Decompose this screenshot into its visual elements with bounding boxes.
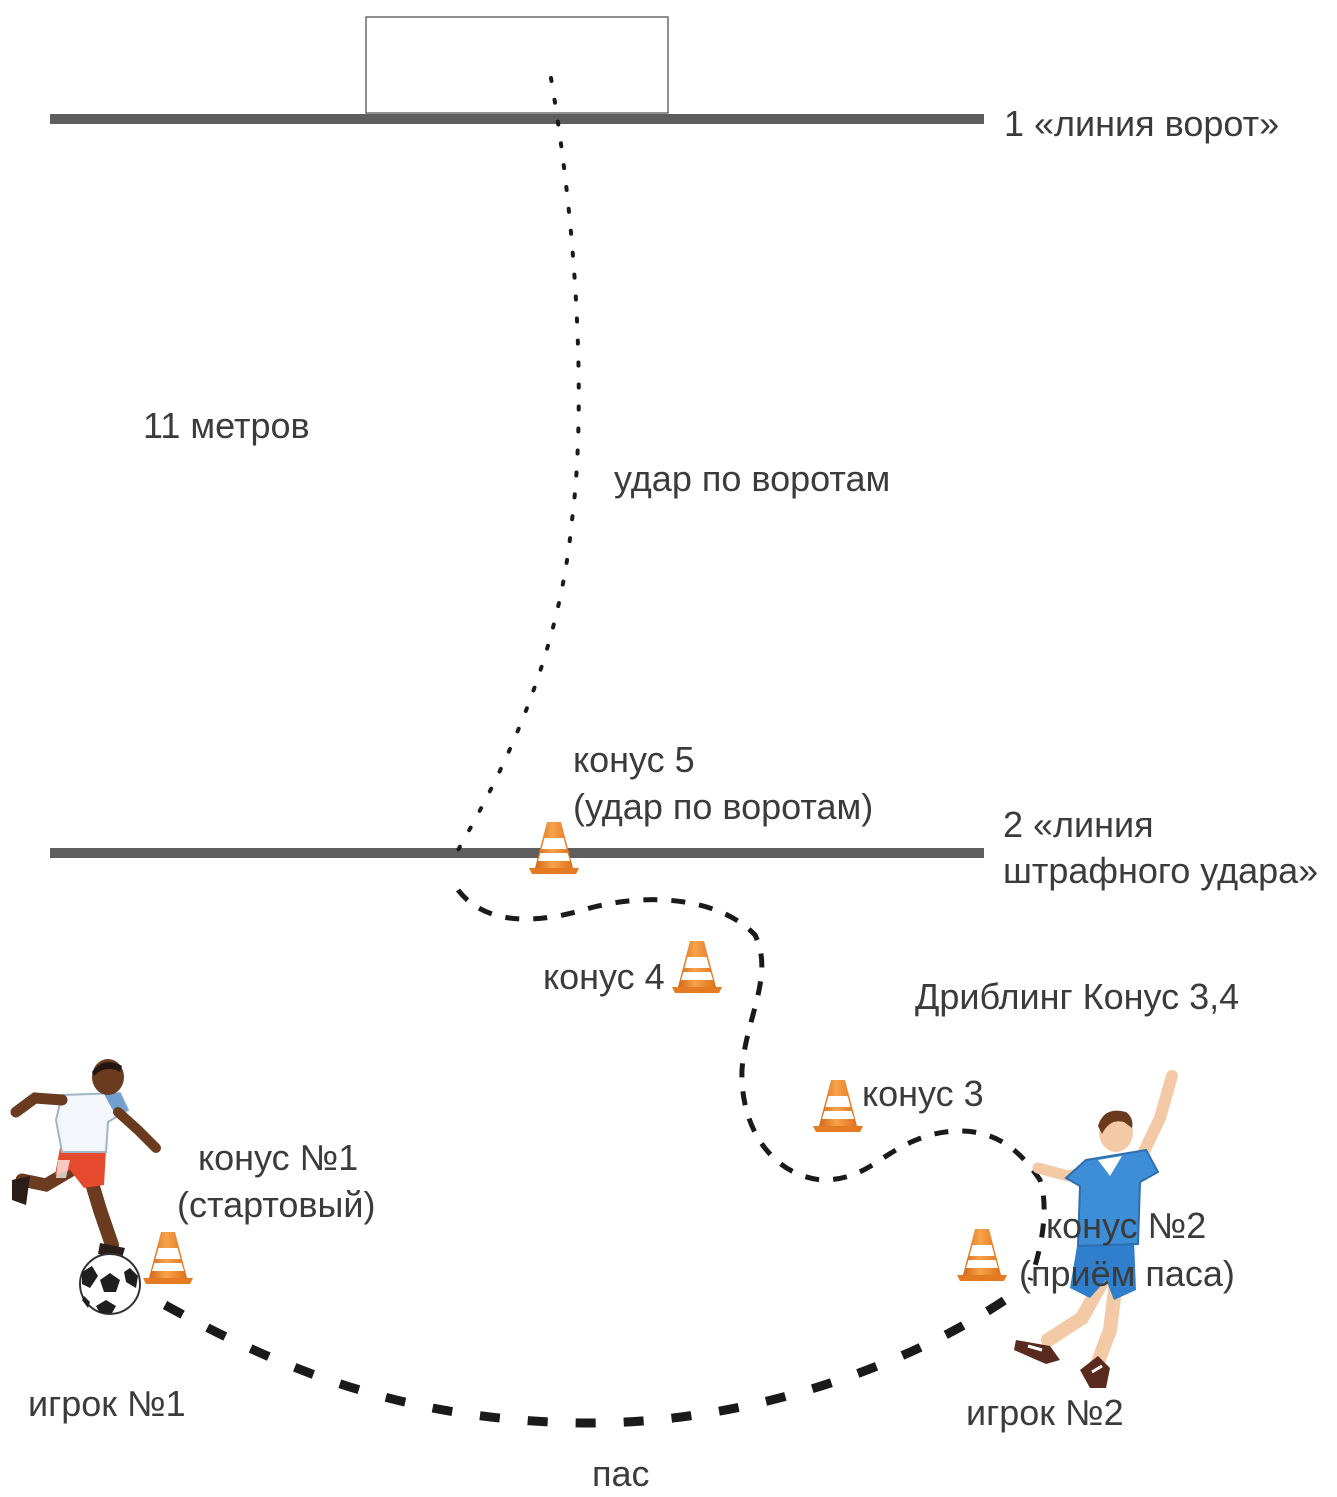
penalty-line-label-line1: 2 «линия [1003, 804, 1154, 845]
cone-1-label-line1: конус №1 [198, 1137, 359, 1178]
player-2-figure [1014, 1070, 1178, 1388]
dribbling-label: Дриблинг Конус 3,4 [915, 976, 1240, 1017]
cone-2-label-line1: конус №2 [1046, 1205, 1207, 1246]
cone-2-label-line2: (приём паса) [1019, 1253, 1235, 1294]
cone-5-label-line2: (удар по воротам) [573, 786, 874, 827]
cone-4-label: конус 4 [543, 956, 665, 997]
distance-label: 11 метров [143, 405, 310, 446]
cone-5-label-line1: конус 5 [573, 739, 695, 780]
goal-frame [365, 16, 669, 114]
player-1-label: игрок №1 [28, 1383, 186, 1424]
shot-trajectory-path [456, 76, 581, 852]
penalty-line-label-line2: штрафного удара» [1003, 850, 1319, 891]
cone-3-icon [813, 1080, 863, 1132]
cone-2-icon [957, 1229, 1007, 1281]
soccer-ball-icon [79, 1253, 141, 1315]
shot-path-label: удар по воротам [614, 458, 891, 499]
dribbling-path [456, 888, 1047, 1281]
cone-1-icon [143, 1232, 193, 1284]
goal-line-label: 1 «линия ворот» [1004, 103, 1280, 144]
pass-label: пас [592, 1453, 650, 1494]
player-2-label: игрок №2 [966, 1392, 1124, 1433]
cone-4-icon [672, 941, 722, 993]
cone-3-label: конус 3 [862, 1073, 984, 1114]
player-1-figure [10, 1059, 161, 1258]
cone-1-label-line2: (стартовый) [177, 1184, 376, 1225]
pass-path [162, 1296, 1008, 1428]
